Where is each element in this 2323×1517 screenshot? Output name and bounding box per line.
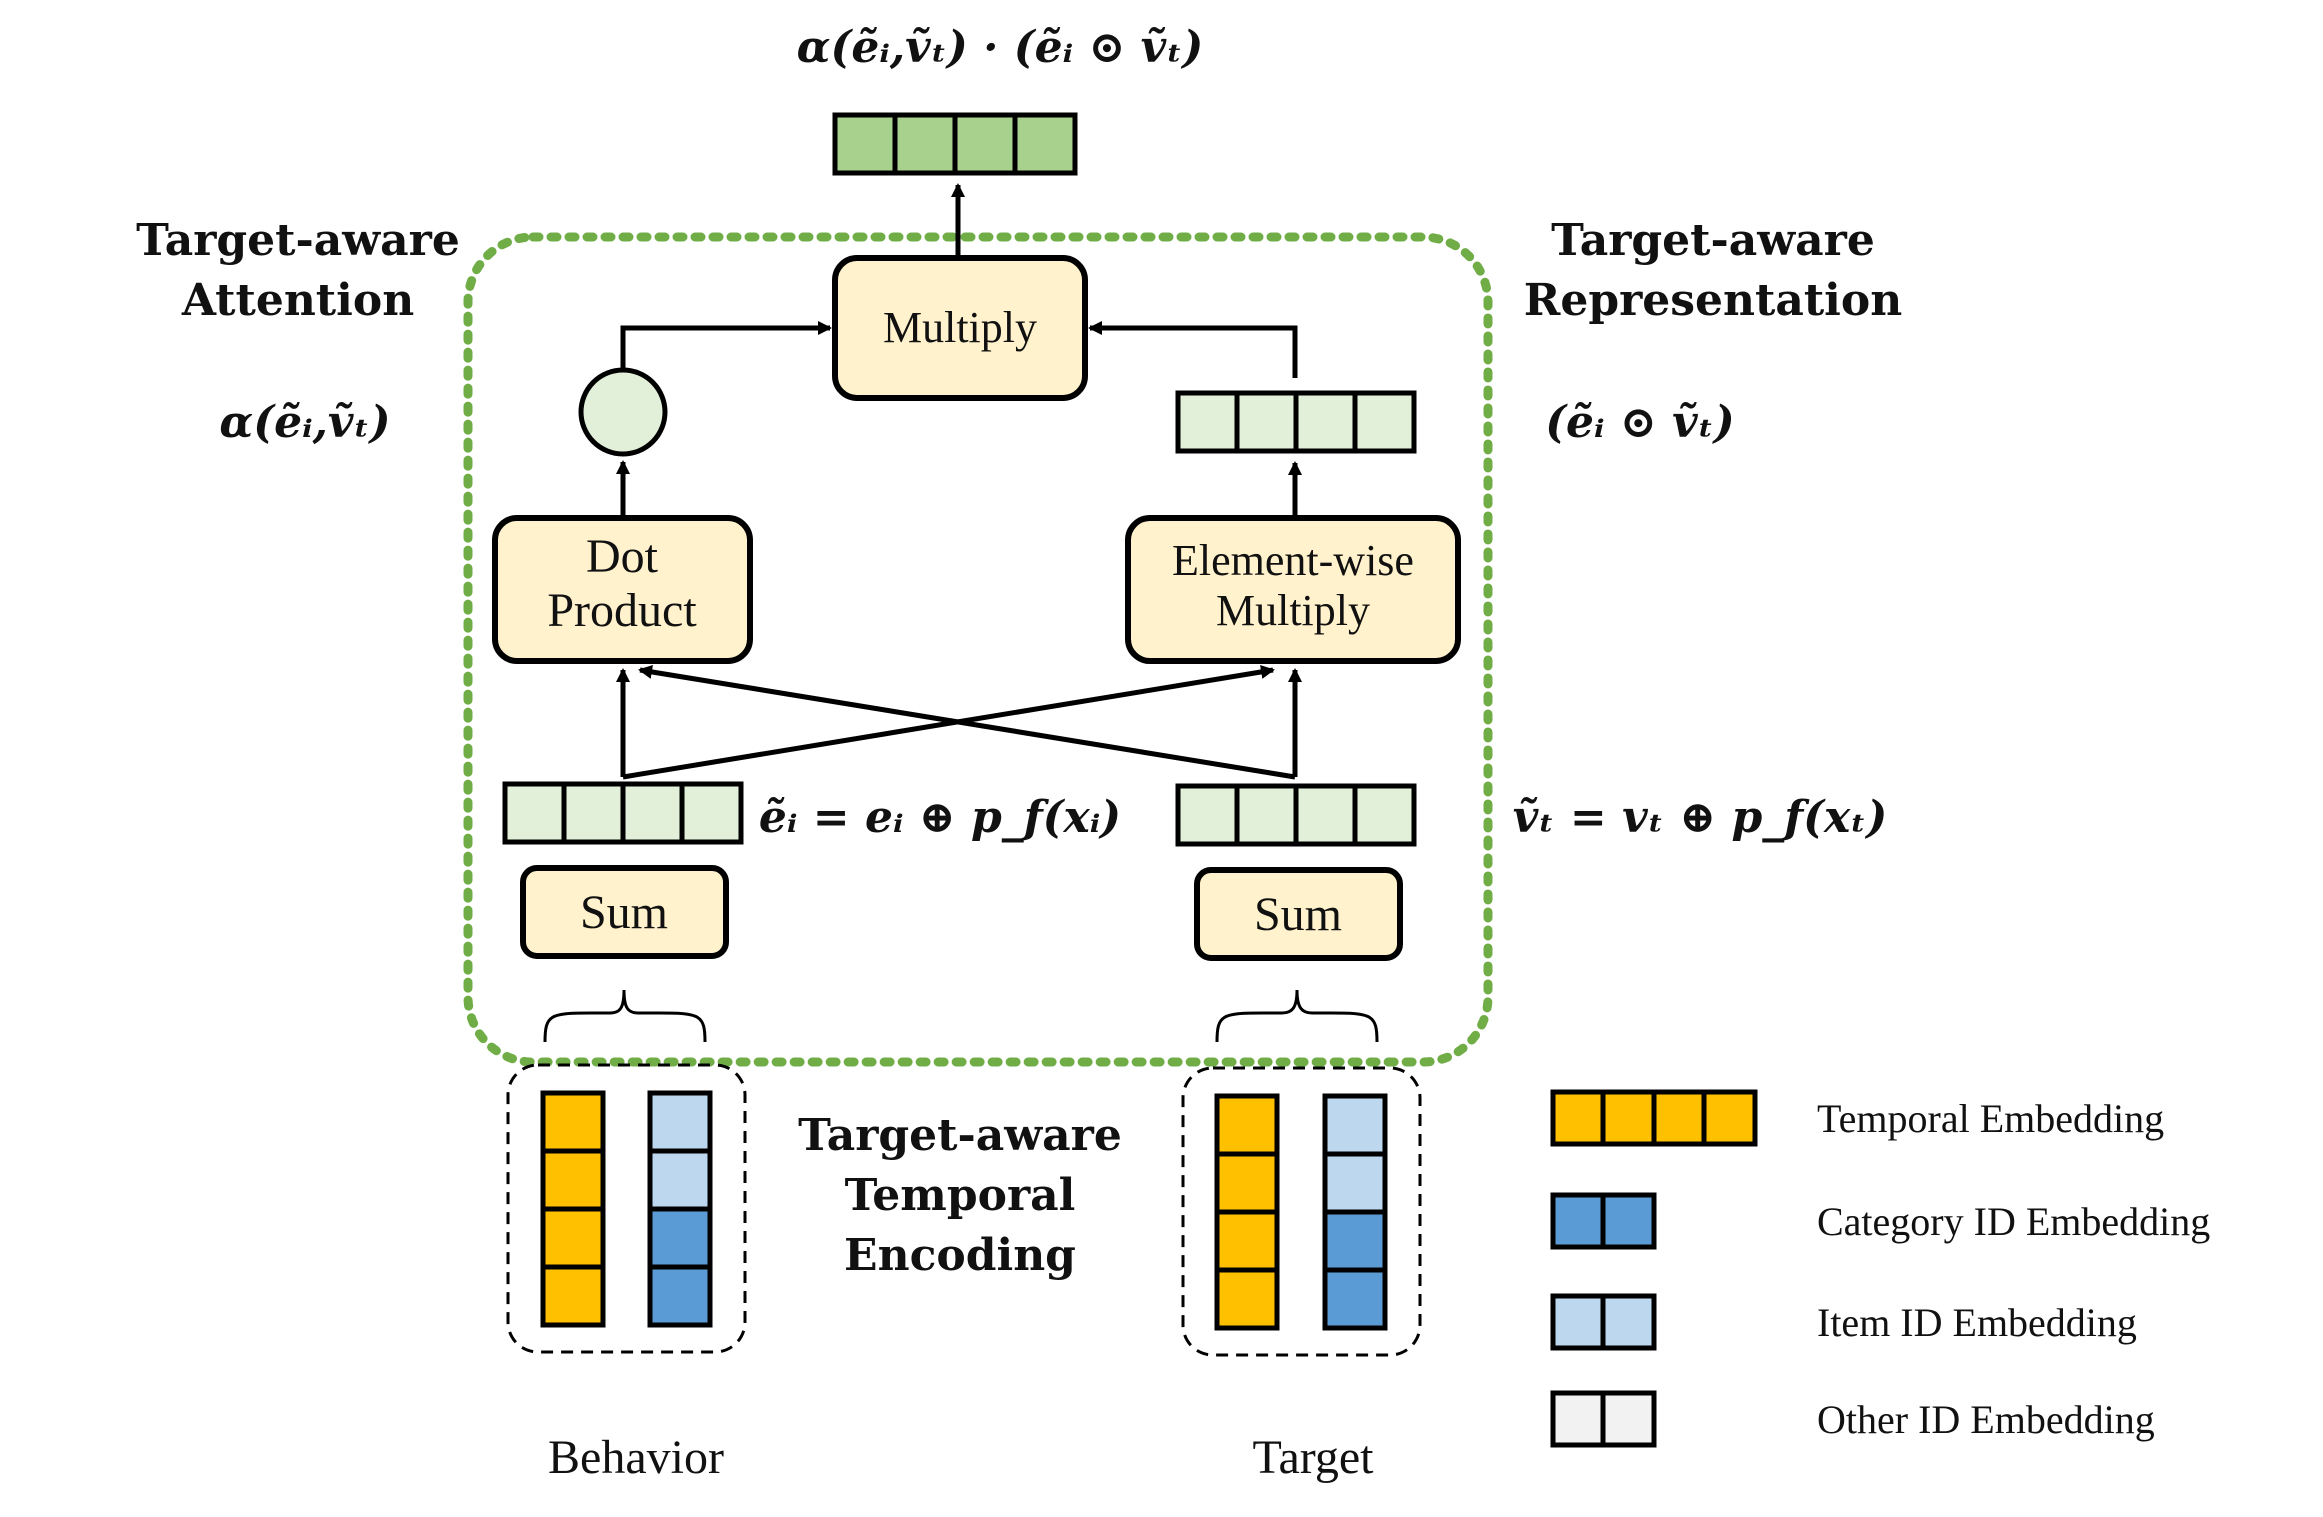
behavior-input-group (506, 1063, 747, 1354)
behavior-embedding-formula: ẽᵢ = eᵢ ⊕ p_f(xᵢ) (759, 792, 1121, 843)
representation-formula: (ẽᵢ ⊙ ṽₜ) (1545, 397, 1735, 448)
dot-product-box: Dot Product (492, 515, 753, 664)
legend-temporal-label: Temporal Embedding (1817, 1096, 2164, 1141)
elementwise-multiply-box: Element-wise Multiply (1125, 515, 1461, 664)
arrow-representation-to-multiply (1088, 321, 1298, 378)
behavior-embedding-vector (502, 781, 744, 845)
legend-item-label: Item ID Embedding (1817, 1300, 2137, 1345)
multiply-box: Multiply (832, 255, 1088, 401)
brace-behavior (543, 989, 707, 1043)
output-vector (832, 112, 1078, 176)
arrow-target-to-dot (638, 665, 1296, 780)
top-output-formula: α(ẽᵢ,ṽₜ) · (ẽᵢ ⊙ ṽₜ) (797, 22, 1204, 73)
target-embedding-vector (1175, 783, 1417, 847)
elementwise-label-line1: Element-wise (1172, 536, 1414, 585)
behavior-label: Behavior (548, 1431, 724, 1484)
legend-category-label: Category ID Embedding (1817, 1199, 2210, 1244)
attention-title-line2: Attention (181, 275, 414, 326)
sum-right-label: Sum (1254, 888, 1342, 941)
dot-product-label-line2: Product (547, 584, 697, 637)
target-input-group (1181, 1066, 1422, 1357)
sum-box-right: Sum (1194, 867, 1403, 961)
elementwise-label-line2: Multiply (1216, 586, 1370, 635)
legend-category-swatch (1550, 1192, 1657, 1250)
target-embedding-formula: ṽₜ = vₜ ⊕ p_f(xₜ) (1513, 792, 1888, 843)
dot-product-label-line1: Dot (586, 530, 659, 583)
legend-item-swatch (1550, 1293, 1657, 1351)
arrow-attention-to-multiply (620, 321, 832, 370)
temporal-title-line1: Target-aware (798, 1110, 1122, 1161)
representation-title-line2: Representation (1524, 275, 1902, 326)
legend-other-swatch (1550, 1390, 1657, 1448)
legend: Temporal Embedding Category ID Embedding… (1550, 1089, 2210, 1448)
legend-temporal-swatch (1550, 1089, 1758, 1147)
attention-module-border (463, 232, 1493, 1067)
representation-title-line1: Target-aware (1551, 215, 1875, 266)
behavior-id-column (647, 1090, 713, 1328)
temporal-title-line2: Temporal (845, 1170, 1076, 1221)
sum-left-label: Sum (580, 886, 668, 939)
target-label: Target (1252, 1431, 1374, 1484)
sum-box-left: Sum (520, 865, 729, 959)
target-id-column (1322, 1093, 1388, 1331)
legend-other-label: Other ID Embedding (1817, 1397, 2155, 1442)
attention-weight-formula: α(ẽᵢ,ṽₜ) (219, 397, 390, 448)
multiply-label: Multiply (883, 303, 1037, 352)
attention-title-line1: Target-aware (136, 215, 460, 266)
brace-target (1215, 989, 1379, 1043)
representation-vector (1175, 390, 1417, 454)
temporal-title-line3: Encoding (844, 1230, 1076, 1281)
arrow-behavior-to-elementwise (622, 665, 1275, 780)
target-temporal-column (1214, 1093, 1280, 1331)
attention-weight-node (578, 367, 668, 457)
behavior-temporal-column (540, 1090, 606, 1328)
